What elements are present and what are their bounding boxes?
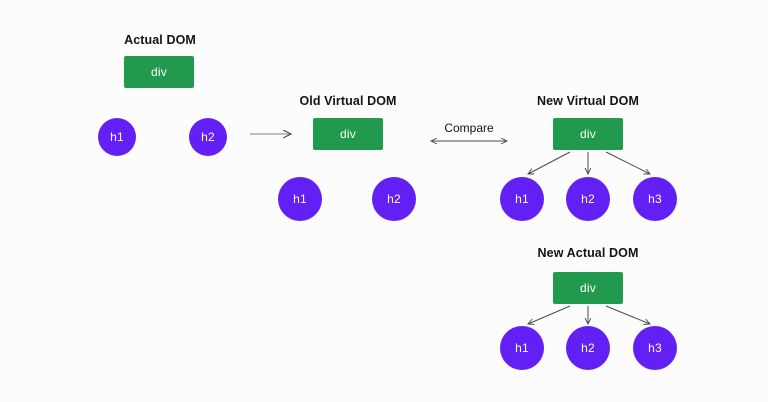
node-box-new-virtual-dom-div[interactable]: div (553, 118, 623, 150)
node-label: h2 (201, 130, 215, 144)
node-box-new-actual-dom-div[interactable]: div (553, 272, 623, 304)
arrow-newactual-div-to-h3 (605, 305, 650, 324)
node-circle-actual-dom-h1[interactable]: h1 (98, 118, 136, 156)
node-circle-new-actual-dom-h1[interactable]: h1 (500, 326, 544, 370)
node-label: h3 (648, 341, 662, 355)
node-label: h1 (293, 192, 307, 206)
node-label: div (340, 127, 356, 141)
node-circle-actual-dom-h2[interactable]: h2 (189, 118, 227, 156)
group-title-old-virtual-dom: Old Virtual DOM (299, 94, 397, 108)
node-circle-new-actual-dom-h3[interactable]: h3 (633, 326, 677, 370)
node-label: div (151, 65, 167, 79)
arrow-newvirtual-div-to-h1 (528, 151, 571, 174)
group-title-new-virtual-dom: New Virtual DOM (537, 94, 639, 108)
node-label: h2 (581, 192, 595, 206)
node-circle-new-virtual-dom-h3[interactable]: h3 (633, 177, 677, 221)
node-label: div (580, 127, 596, 141)
node-circle-new-virtual-dom-h1[interactable]: h1 (500, 177, 544, 221)
arrow-newactual-div-to-h1 (528, 305, 571, 324)
node-label: div (580, 281, 596, 295)
node-circle-new-virtual-dom-h2[interactable]: h2 (566, 177, 610, 221)
node-circle-old-virtual-dom-h2[interactable]: h2 (372, 177, 416, 221)
node-label: h1 (515, 341, 529, 355)
node-circle-new-actual-dom-h2[interactable]: h2 (566, 326, 610, 370)
group-title-new-actual-dom: New Actual DOM (537, 246, 639, 260)
node-circle-old-virtual-dom-h1[interactable]: h1 (278, 177, 322, 221)
node-box-old-virtual-dom-div[interactable]: div (313, 118, 383, 150)
connector-label-compare: Compare (444, 121, 494, 135)
node-label: h1 (110, 130, 124, 144)
group-title-actual-dom: Actual DOM (124, 33, 196, 47)
arrow-newvirtual-div-to-h3 (605, 151, 650, 174)
node-box-actual-dom-div[interactable]: div (124, 56, 194, 88)
node-label: h1 (515, 192, 529, 206)
node-label: h2 (387, 192, 401, 206)
node-label: h2 (581, 341, 595, 355)
node-label: h3 (648, 192, 662, 206)
